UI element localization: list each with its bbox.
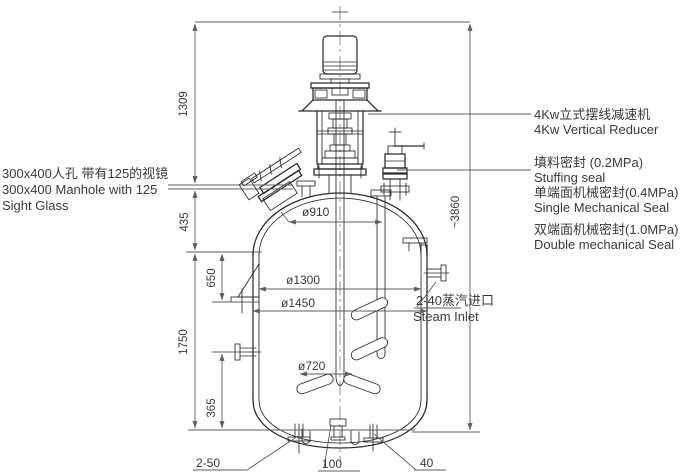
dip-tube bbox=[370, 189, 392, 359]
head-nozzle-small bbox=[296, 180, 316, 198]
steam-inlet-label-cn: 2-40蒸汽进口 bbox=[416, 293, 494, 308]
manhole-label-en2: Sight Glass bbox=[2, 198, 69, 213]
dim-nozzle-to-bracket: 650 bbox=[206, 268, 218, 287]
seal-lantern-assembly bbox=[313, 110, 367, 194]
manhole-annotation: 300x400人孔 带有125的视镜 300x400 Manhole with … bbox=[2, 166, 168, 213]
single-seal-label-cn: 单端面机械密封(0.4MPa) bbox=[534, 185, 678, 200]
seal-annotation: 填料密封 (0.2MPa) Stuffing seal 单端面机械密封(0.4M… bbox=[534, 155, 678, 252]
dim-shell-section: 1750 bbox=[178, 329, 190, 355]
reducer-label-en: 4Kw Vertical Reducer bbox=[534, 122, 659, 137]
label-bottom-center-nozzle: 100 bbox=[322, 457, 342, 471]
label-bottom-left-nozzle: 2-50 bbox=[196, 456, 220, 470]
dim-inner-dia: ø1300 bbox=[286, 273, 320, 287]
support-bracket bbox=[230, 262, 260, 314]
manhole-assembly bbox=[238, 147, 303, 212]
dim-bottom-section: 365 bbox=[206, 398, 218, 417]
reducer-label-cn: 4Kw立式摆线减速机 bbox=[534, 107, 650, 122]
manhole-label-en1: 300x400 Manhole with 125 bbox=[2, 182, 157, 197]
top-valve-assembly bbox=[380, 127, 425, 201]
dim-head-section: 435 bbox=[179, 212, 191, 231]
single-seal-label-en: Single Mechanical Seal bbox=[534, 200, 669, 215]
steam-inlet-annotation: 2-40蒸汽进口 Steam Inlet bbox=[413, 293, 494, 324]
dimension-lines bbox=[168, 21, 531, 472]
vessel-centerline bbox=[331, 6, 349, 462]
double-seal-label-en: Double mechanical Seal bbox=[534, 237, 674, 252]
bottom-nozzles bbox=[287, 418, 384, 454]
stuffing-seal-label-cn: 填料密封 (0.2MPa) bbox=[534, 155, 643, 170]
dim-top-section: 1309 bbox=[178, 91, 190, 117]
dim-jacket-dia: ø1450 bbox=[281, 296, 315, 310]
manhole-label-cn: 300x400人孔 带有125的视镜 bbox=[2, 166, 168, 181]
label-bottom-right-nozzle: 40 bbox=[420, 456, 434, 470]
steam-inlet-label-en: Steam Inlet bbox=[413, 309, 479, 324]
reducer-annotation: 4Kw立式摆线减速机 4Kw Vertical Reducer bbox=[534, 107, 659, 137]
drive-assembly bbox=[298, 35, 382, 112]
jacket-nozzle-right bbox=[402, 237, 428, 252]
dim-overall-height: ~3860 bbox=[450, 196, 462, 228]
dim-impeller-dia: ø720 bbox=[298, 359, 326, 373]
dim-head-dia: ø910 bbox=[302, 205, 330, 219]
stuffing-seal-label-en: Stuffing seal bbox=[534, 170, 605, 185]
steam-inlet-nozzle bbox=[423, 264, 450, 282]
double-seal-label-cn: 双端面机械密封(1.0MPa) bbox=[534, 222, 678, 237]
